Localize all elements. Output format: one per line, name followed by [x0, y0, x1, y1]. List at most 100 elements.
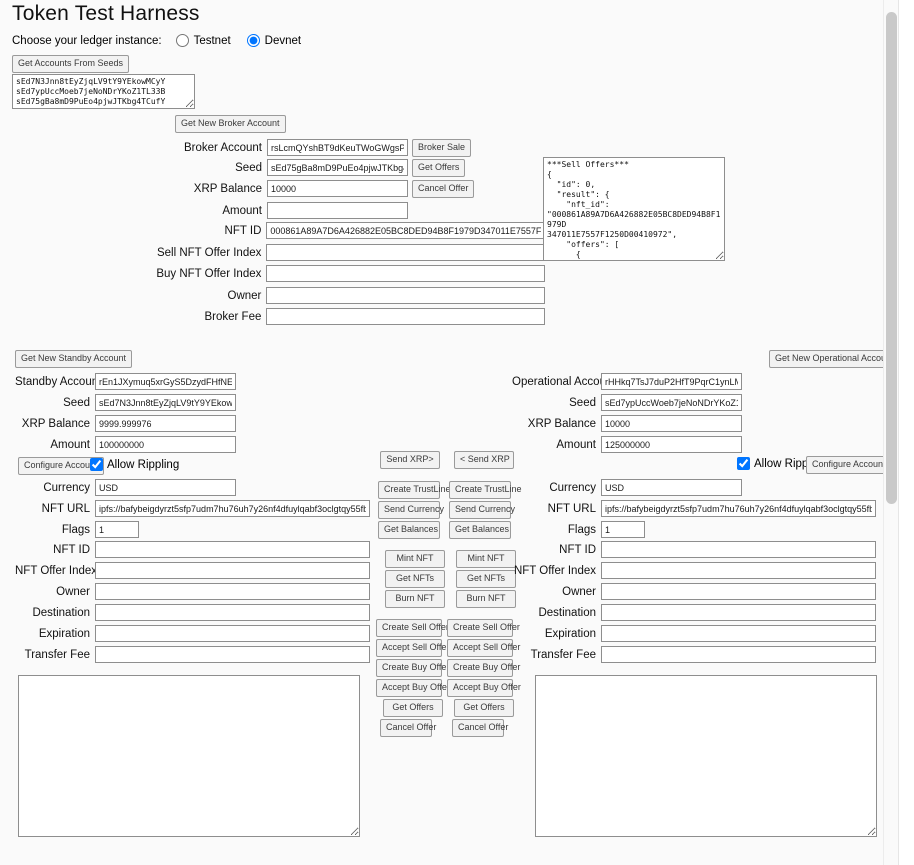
standby-nft-id-input[interactable]: [95, 541, 370, 558]
operational-nft-offer-index-input[interactable]: [601, 562, 876, 579]
operational-cancel-offer-button[interactable]: Cancel Offer: [452, 719, 508, 737]
operational-transfer-fee-input[interactable]: [601, 646, 876, 663]
broker-fee-label: Broker Fee: [204, 310, 262, 323]
operational-destination-input[interactable]: [601, 604, 876, 621]
broker-sell-nft-offer-index-input[interactable]: [266, 244, 545, 261]
standby-send-currency-button[interactable]: Send Currency: [378, 501, 444, 519]
operational-xrp-balance-input[interactable]: [601, 415, 742, 432]
standby-row-account: Standby Account: [15, 373, 236, 390]
radio-devnet-input[interactable]: [246, 34, 260, 47]
standby-allow-rippling-checkbox[interactable]: [90, 458, 103, 471]
broker-cancel-offer-button[interactable]: Cancel Offer: [412, 180, 475, 198]
operational-get-balances-button[interactable]: Get Balances: [449, 521, 511, 539]
standby-mint-nft-button[interactable]: Mint NFT: [385, 550, 445, 568]
standby-get-nfts-button[interactable]: Get NFTs: [385, 570, 445, 588]
standby-account-input[interactable]: [95, 373, 236, 390]
standby-configure-account-button[interactable]: Configure Account: [18, 457, 104, 475]
broker-xrp-balance-input[interactable]: [267, 180, 408, 197]
standby-xrp-balance-input[interactable]: [95, 415, 236, 432]
standby-results-textarea[interactable]: [18, 675, 360, 837]
broker-amount-input[interactable]: [267, 202, 408, 219]
standby-nft-offer-index-input[interactable]: [95, 562, 370, 579]
operational-get-offers-button[interactable]: Get Offers: [454, 699, 514, 717]
operational-allow-rippling-checkbox[interactable]: [737, 457, 750, 470]
standby-burn-nft-button[interactable]: Burn NFT: [385, 590, 445, 608]
get-new-operational-account-button[interactable]: Get New Operational Account: [769, 350, 898, 368]
standby-create-buy-offer-button[interactable]: Create Buy Offer: [376, 659, 449, 677]
operational-currency-label: Currency: [549, 481, 596, 494]
operational-nft-id-input[interactable]: [601, 541, 876, 558]
standby-transfer-fee-label: Transfer Fee: [24, 648, 90, 661]
operational-burn-nft-button[interactable]: Burn NFT: [456, 590, 516, 608]
broker-seed-input[interactable]: [267, 159, 408, 176]
standby-row-currency: Currency: [15, 479, 236, 496]
broker-account-input[interactable]: [267, 139, 408, 156]
broker-buy-nft-offer-index-input[interactable]: [266, 265, 545, 282]
standby-amount-input[interactable]: [95, 436, 236, 453]
standby-transfer-fee-input[interactable]: [95, 646, 370, 663]
operational-row-transfer-fee: Transfer Fee: [512, 646, 876, 663]
broker-nft-id-input[interactable]: [266, 222, 545, 239]
broker-account-label: Broker Account: [184, 141, 262, 154]
operational-expiration-input[interactable]: [601, 625, 876, 642]
get-new-broker-account-button[interactable]: Get New Broker Account: [175, 115, 286, 133]
standby-create-trustline-button[interactable]: Create TrustLine: [378, 481, 451, 499]
broker-sell-nft-offer-index-label: Sell NFT Offer Index: [156, 246, 262, 259]
standby-flags-input[interactable]: [95, 521, 139, 538]
standby-accept-buy-offer-button[interactable]: Accept Buy Offer: [376, 679, 450, 697]
operational-configure-account-button[interactable]: Configure Account: [806, 456, 892, 474]
broker-get-offers-button[interactable]: Get Offers: [412, 159, 466, 177]
operational-get-nfts-button[interactable]: Get NFTs: [456, 570, 516, 588]
standby-row-flags: Flags: [15, 521, 139, 538]
standby-create-sell-offer-button[interactable]: Create Sell Offer: [376, 619, 449, 637]
radio-testnet-input[interactable]: [175, 34, 189, 47]
broker-sale-button[interactable]: Broker Sale: [412, 139, 472, 157]
standby-send-xrp-button[interactable]: Send XRP>: [380, 451, 440, 469]
radio-devnet[interactable]: Devnet: [246, 34, 301, 47]
operational-owner-input[interactable]: [601, 583, 876, 600]
standby-accept-sell-offer-button[interactable]: Accept Sell Offer: [376, 639, 449, 657]
standby-get-offers-button[interactable]: Get Offers: [383, 699, 443, 717]
operational-send-currency-button[interactable]: Send Currency: [449, 501, 515, 519]
get-new-standby-account-button[interactable]: Get New Standby Account: [15, 350, 133, 368]
standby-nft-url-input[interactable]: [95, 500, 370, 517]
operational-amount-input[interactable]: [601, 436, 742, 453]
operational-row-flags: Flags: [512, 521, 645, 538]
broker-row-seed: Seed: [140, 159, 410, 176]
seeds-textarea[interactable]: sEd7N3Jnn8tEyZjqLV9tY9YEkowMCyY sEd7ypUc…: [12, 74, 195, 109]
operational-create-buy-offer-button[interactable]: Create Buy Offer: [447, 659, 520, 677]
operational-nft-url-input[interactable]: [601, 500, 876, 517]
operational-mint-nft-button[interactable]: Mint NFT: [456, 550, 516, 568]
operational-seed-input[interactable]: [601, 394, 742, 411]
standby-destination-input[interactable]: [95, 604, 370, 621]
broker-row-account: Broker Account: [140, 139, 410, 156]
operational-results-textarea[interactable]: [535, 675, 877, 837]
operational-flags-input[interactable]: [601, 521, 645, 538]
operational-nft-url-label: NFT URL: [547, 502, 596, 515]
broker-owner-input[interactable]: [266, 287, 545, 304]
standby-cancel-offer-button[interactable]: Cancel Offer: [380, 719, 436, 737]
standby-row-destination: Destination: [15, 604, 370, 621]
radio-testnet[interactable]: Testnet: [175, 34, 231, 47]
standby-allow-rippling[interactable]: Allow Rippling: [90, 458, 179, 471]
broker-fee-input[interactable]: [266, 308, 545, 325]
operational-currency-input[interactable]: [601, 479, 742, 496]
standby-seed-input[interactable]: [95, 394, 236, 411]
operational-create-trustline-button[interactable]: Create TrustLine: [449, 481, 522, 499]
standby-expiration-input[interactable]: [95, 625, 370, 642]
radio-testnet-label: Testnet: [193, 34, 231, 47]
operational-accept-buy-offer-button[interactable]: Accept Buy Offer: [447, 679, 521, 697]
page-scrollbar-thumb[interactable]: [886, 12, 897, 504]
broker-results-textarea[interactable]: ***Sell Offers*** { "id": 0, "result": {…: [543, 157, 725, 261]
operational-account-input[interactable]: [601, 373, 742, 390]
standby-currency-input[interactable]: [95, 479, 236, 496]
get-accounts-from-seeds-button[interactable]: Get Accounts From Seeds: [12, 55, 130, 73]
operational-send-xrp-button[interactable]: < Send XRP: [454, 451, 514, 469]
operational-flags-label: Flags: [567, 523, 596, 536]
broker-row-fee: Broker Fee: [140, 308, 545, 325]
page-scrollbar[interactable]: [883, 0, 898, 865]
standby-owner-input[interactable]: [95, 583, 370, 600]
operational-accept-sell-offer-button[interactable]: Accept Sell Offer: [447, 639, 520, 657]
operational-create-sell-offer-button[interactable]: Create Sell Offer: [447, 619, 520, 637]
standby-get-balances-button[interactable]: Get Balances: [378, 521, 440, 539]
